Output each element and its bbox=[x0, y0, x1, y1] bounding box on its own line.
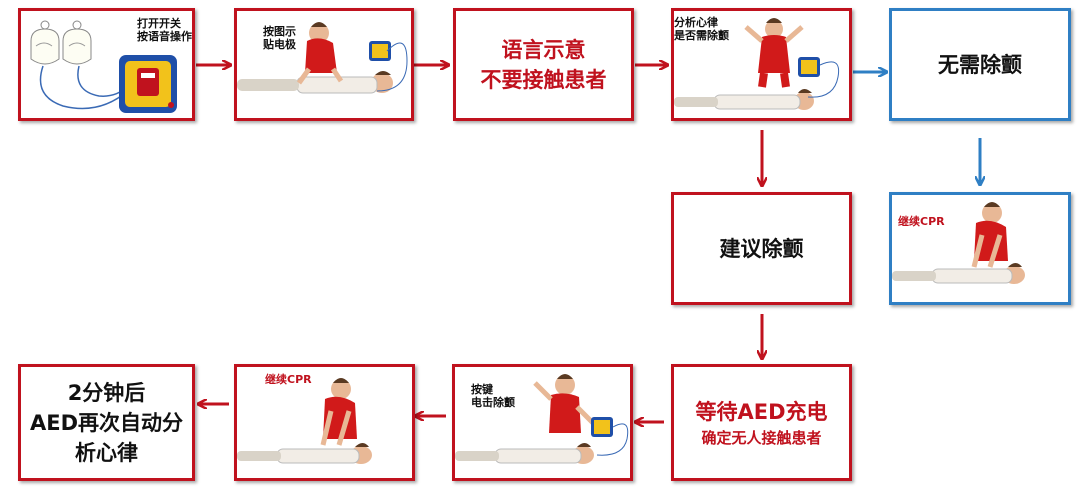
step-wait-charge: 等待AED充电 确定无人接触患者 bbox=[671, 364, 852, 481]
step-continue-cpr-blue: 继续CPR bbox=[889, 192, 1071, 305]
press-shock-illustration bbox=[455, 374, 629, 464]
caption-line: 打开开关 bbox=[137, 17, 181, 30]
step-analyze-rhythm: 分析心律 是否需除颤 bbox=[671, 8, 852, 121]
caption-line: 按图示 bbox=[263, 25, 296, 38]
step-reanalyze-line2: AED再次自动分 bbox=[29, 410, 184, 435]
step-reanalyze-line1: 2分钟后 bbox=[67, 380, 146, 405]
step-wait-charge-line1: 等待AED充电 bbox=[695, 399, 828, 424]
step-no-shock: 无需除颤 bbox=[889, 8, 1071, 121]
caption-line: 电击除颤 bbox=[471, 396, 515, 409]
step-analyze-rhythm-caption: 分析心律 是否需除颤 bbox=[674, 16, 729, 42]
step-reanalyze: 2分钟后 AED再次自动分 析心律 bbox=[18, 364, 195, 481]
step-press-shock-caption: 按键 电击除颤 bbox=[471, 383, 515, 409]
step-continue-cpr-red: 继续CPR bbox=[234, 364, 415, 481]
caption-line: 贴电极 bbox=[263, 38, 296, 51]
step-continue-cpr-blue-label: 继续CPR bbox=[898, 215, 945, 228]
aed-device-illustration bbox=[30, 20, 177, 113]
step-apply-pads-caption: 按图示 贴电极 bbox=[263, 25, 296, 51]
step-shock-advised-text: 建议除颤 bbox=[719, 236, 804, 261]
apply-pads-illustration bbox=[237, 22, 408, 94]
step-reanalyze-line3: 析心律 bbox=[75, 440, 138, 465]
step-voice-prompt-line1: 语言示意 bbox=[501, 37, 586, 62]
cpr-illustration bbox=[892, 202, 1025, 284]
step-shock-advised: 建议除颤 bbox=[671, 192, 852, 305]
step-open-switch-caption: 打开开关 按语音操作 bbox=[137, 17, 192, 43]
step-open-switch: 打开开关 按语音操作 bbox=[18, 8, 195, 121]
analyze-rhythm-illustration bbox=[674, 18, 840, 110]
step-no-shock-text: 无需除颤 bbox=[938, 52, 1022, 77]
step-wait-charge-line2: 确定无人接触患者 bbox=[701, 428, 822, 447]
caption-line: 按键 bbox=[471, 383, 493, 396]
step-voice-prompt: 语言示意 不要接触患者 bbox=[453, 8, 634, 121]
step-voice-prompt-line2: 不要接触患者 bbox=[480, 67, 607, 92]
caption-line: 按语音操作 bbox=[137, 30, 192, 43]
step-press-shock: 按键 电击除颤 bbox=[452, 364, 633, 481]
caption-line: 是否需除颤 bbox=[674, 29, 729, 42]
step-continue-cpr-red-label: 继续CPR bbox=[265, 373, 312, 386]
caption-line: 分析心律 bbox=[674, 16, 718, 29]
step-apply-pads: 按图示 贴电极 bbox=[234, 8, 414, 121]
cpr-illustration bbox=[237, 378, 372, 464]
